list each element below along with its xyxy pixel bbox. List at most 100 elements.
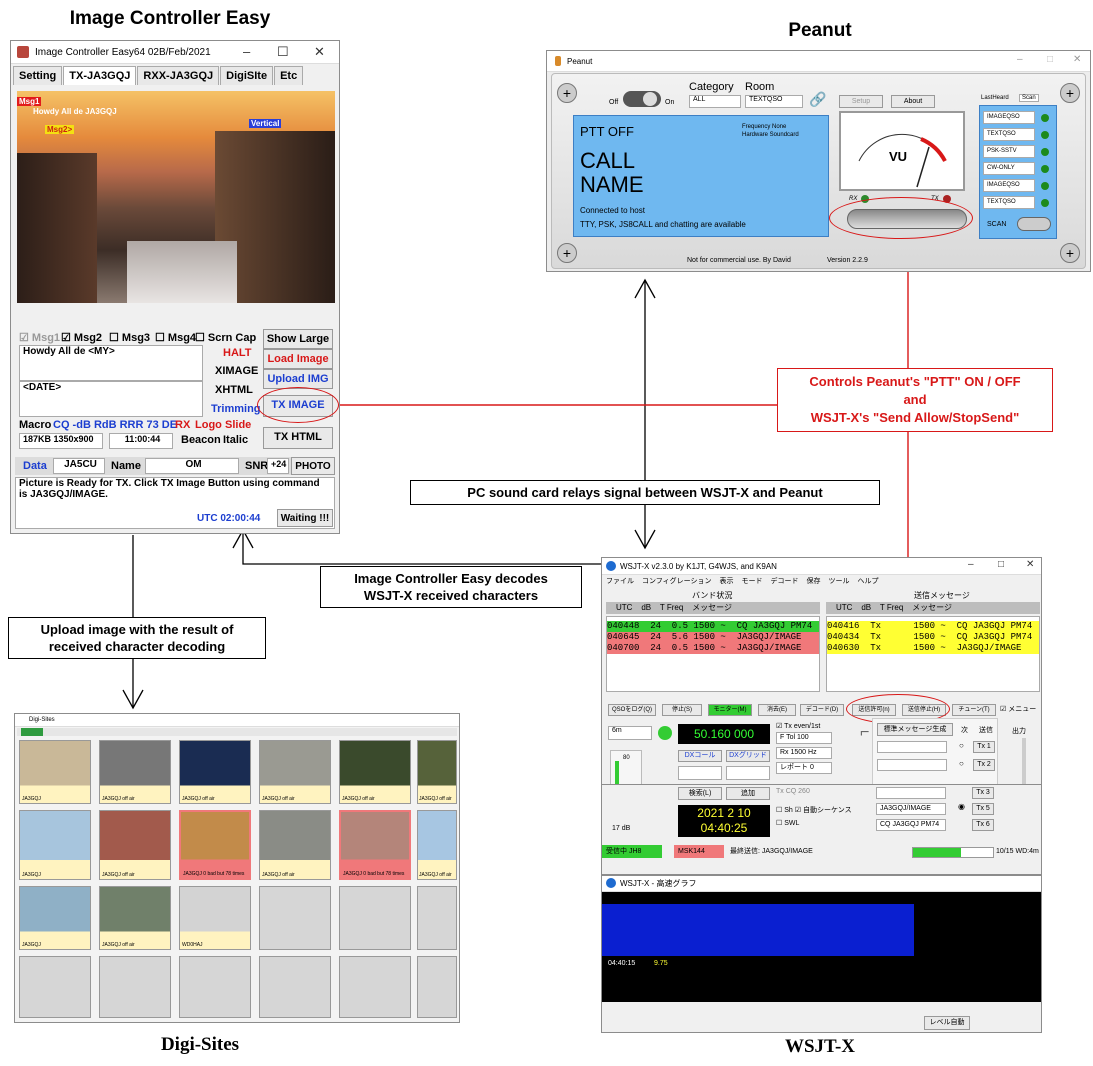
load-image-button[interactable]: Load Image bbox=[263, 349, 333, 369]
photo-button[interactable]: PHOTO bbox=[291, 457, 335, 475]
snr-field[interactable]: +24 bbox=[267, 458, 289, 474]
frequency-display[interactable]: 50.160 000 bbox=[678, 724, 770, 744]
minimize-icon[interactable]: – bbox=[243, 44, 251, 59]
thumbnail[interactable]: JA3GQJ off air bbox=[417, 740, 457, 804]
menu-help[interactable]: ヘルプ bbox=[857, 578, 879, 585]
output-slider-track[interactable] bbox=[1022, 738, 1026, 784]
room-select[interactable]: TEXTQSO bbox=[745, 95, 803, 108]
digi-tab-active[interactable] bbox=[21, 728, 43, 736]
halt-button[interactable]: HALT bbox=[223, 347, 252, 359]
dxgrid-input[interactable] bbox=[726, 766, 770, 780]
report-field[interactable]: レポート 0 bbox=[776, 762, 832, 774]
macro-list[interactable]: CQ -dB RdB RRR 73 DE bbox=[53, 419, 178, 431]
tab-tx[interactable]: TX-JA3GQJ bbox=[63, 66, 137, 85]
msg2-textarea[interactable]: <DATE> bbox=[19, 381, 203, 417]
scan-item[interactable]: TEXTQSO bbox=[983, 128, 1035, 141]
waiting-button[interactable]: Waiting !!! bbox=[277, 509, 333, 527]
tx6-button[interactable]: Tx 6 bbox=[972, 819, 994, 831]
decode-row[interactable]: 040645 24 5.6 1500 ~ JA3GQJ/IMAGE bbox=[607, 632, 819, 643]
msg1-check[interactable]: ☑ Msg1 bbox=[19, 332, 61, 344]
stop-button[interactable]: 停止(S) bbox=[662, 704, 702, 716]
category-select[interactable]: ALL bbox=[689, 95, 741, 108]
msg3-check[interactable]: ☐ Msg3 bbox=[109, 332, 151, 344]
rx-macro[interactable]: RX bbox=[175, 419, 191, 431]
thumbnail[interactable]: JA3GQJ bbox=[19, 810, 91, 880]
tab-digisite[interactable]: DigiSIte bbox=[220, 66, 274, 85]
italic-label[interactable]: Italic bbox=[223, 434, 249, 446]
scan-item[interactable]: PSK-SSTV bbox=[983, 145, 1035, 158]
tx2-input[interactable] bbox=[877, 759, 947, 771]
tx-even-check[interactable]: ☑ Tx even/1st bbox=[776, 723, 821, 730]
menu-save[interactable]: 保存 bbox=[806, 578, 821, 585]
show-large-button[interactable]: Show Large bbox=[263, 329, 333, 349]
scrn-cap-check[interactable]: ☐ Scrn Cap bbox=[195, 332, 257, 344]
tx1-radio[interactable]: ○ bbox=[959, 741, 964, 750]
level-auto-button[interactable]: レベル自動 bbox=[924, 1016, 970, 1030]
thumbnail[interactable]: JA3GQJ off air bbox=[99, 886, 171, 950]
tx1-input[interactable] bbox=[877, 741, 947, 753]
dxcall-input[interactable] bbox=[678, 766, 722, 780]
close-icon[interactable]: ✕ bbox=[314, 44, 325, 59]
maximize-icon[interactable]: ☐ bbox=[277, 44, 289, 59]
ftol-field[interactable]: F Tol 100 bbox=[776, 732, 832, 744]
scan-item[interactable]: IMAGEQSO bbox=[983, 111, 1035, 124]
menu-config[interactable]: コンフィグレーション bbox=[642, 578, 712, 585]
menu-tools[interactable]: ツール bbox=[828, 578, 850, 585]
menu-checkbox[interactable]: ☑ メニュー bbox=[1000, 706, 1037, 713]
peanut-maximize-icon[interactable]: □ bbox=[1047, 54, 1054, 65]
menu-file[interactable]: ファイル bbox=[606, 578, 634, 585]
sh-check[interactable]: ☐ Sh ☑ 自動シーケンス bbox=[776, 807, 852, 814]
tx6-input[interactable]: CQ JA3GQJ PM74 bbox=[876, 819, 946, 831]
tx2-button[interactable]: Tx 2 bbox=[973, 759, 995, 771]
tx5-radio[interactable]: ◉ bbox=[958, 802, 965, 811]
tab-rx[interactable]: RXX-JA3GQJ bbox=[137, 66, 220, 85]
wsjtx-minimize-icon[interactable]: – bbox=[968, 559, 974, 570]
xhtml-button[interactable]: XHTML bbox=[215, 384, 253, 396]
wsjtx-maximize-icon[interactable]: □ bbox=[998, 559, 1005, 570]
log-qso-button[interactable]: QSOをログ(Q) bbox=[608, 704, 656, 716]
menu-decode[interactable]: デコード bbox=[770, 578, 799, 585]
tx3-button[interactable]: Tx 3 bbox=[972, 787, 994, 799]
power-toggle[interactable] bbox=[623, 91, 661, 107]
scan-item[interactable]: CW-ONLY bbox=[983, 162, 1035, 175]
tx-html-button[interactable]: TX HTML bbox=[263, 427, 333, 449]
tab-lastheard[interactable]: LastHeard bbox=[981, 95, 1009, 101]
tx2-radio[interactable]: ○ bbox=[959, 759, 964, 768]
callsign-field[interactable]: JA5CU bbox=[53, 458, 105, 474]
thumbnail[interactable]: JA3GQJ off air bbox=[417, 810, 457, 880]
thumbnail[interactable]: JA3GQJ off air bbox=[259, 740, 331, 804]
scan-item[interactable]: TEXTQSO bbox=[983, 196, 1035, 209]
add-button[interactable]: 追加 bbox=[726, 787, 770, 800]
trimming-button[interactable]: Trimming bbox=[211, 403, 261, 415]
decode-row[interactable]: 040448 24 0.5 1500 ~ CQ JA3GQJ PM74 bbox=[607, 621, 819, 632]
tx-row[interactable]: 040416 Tx 1500 ~ CQ JA3GQJ PM74 bbox=[827, 621, 1039, 632]
thumbnail[interactable]: JA3GQJ off air bbox=[179, 740, 251, 804]
tx5-input[interactable]: JA3GQJ/IMAGE bbox=[876, 803, 946, 815]
logo-macro[interactable]: Logo bbox=[195, 419, 222, 431]
tx3-input[interactable] bbox=[876, 787, 946, 799]
name-field[interactable]: OM bbox=[145, 458, 239, 474]
scan-toggle[interactable] bbox=[1017, 217, 1051, 231]
swl-check[interactable]: ☐ SWL bbox=[776, 820, 800, 827]
msg2-check[interactable]: ☑ Msg2 bbox=[61, 332, 103, 344]
setup-button[interactable]: Setup bbox=[839, 95, 883, 108]
peanut-close-icon[interactable]: ✕ bbox=[1073, 54, 1082, 65]
thumbnail[interactable]: JA3GQJ off air bbox=[99, 740, 171, 804]
tx5-button[interactable]: Tx 5 bbox=[972, 803, 994, 815]
thumbnail[interactable]: JA3GQJ off air bbox=[339, 740, 411, 804]
monitor-button[interactable]: モニター(M) bbox=[708, 704, 752, 716]
thumbnail[interactable]: JA3GQJ 0 bad but 78 times bbox=[179, 810, 251, 880]
tab-scan[interactable]: Scan bbox=[1019, 94, 1039, 102]
decode-row[interactable]: 040700 24 0.5 1500 ~ JA3GQJ/IMAGE bbox=[607, 643, 819, 654]
wsjtx-close-icon[interactable]: ✕ bbox=[1026, 559, 1035, 570]
thumbnail[interactable]: JA3GQJ 0 bad but 78 times bbox=[339, 810, 411, 880]
erase-button[interactable]: 消去(E) bbox=[758, 704, 796, 716]
tx1-button[interactable]: Tx 1 bbox=[973, 741, 995, 753]
slide-macro[interactable]: Slide bbox=[225, 419, 252, 431]
tune-button[interactable]: チューン(T) bbox=[952, 704, 996, 716]
tx-row[interactable]: 040434 Tx 1500 ~ CQ JA3GQJ PM74 bbox=[827, 632, 1039, 643]
scan-item[interactable]: IMAGEQSO bbox=[983, 179, 1035, 192]
thumbnail[interactable]: JA3GQJ bbox=[19, 886, 91, 950]
thumbnail[interactable]: JA3GQJ off air bbox=[99, 810, 171, 880]
tab-etc[interactable]: Etc bbox=[274, 66, 304, 85]
